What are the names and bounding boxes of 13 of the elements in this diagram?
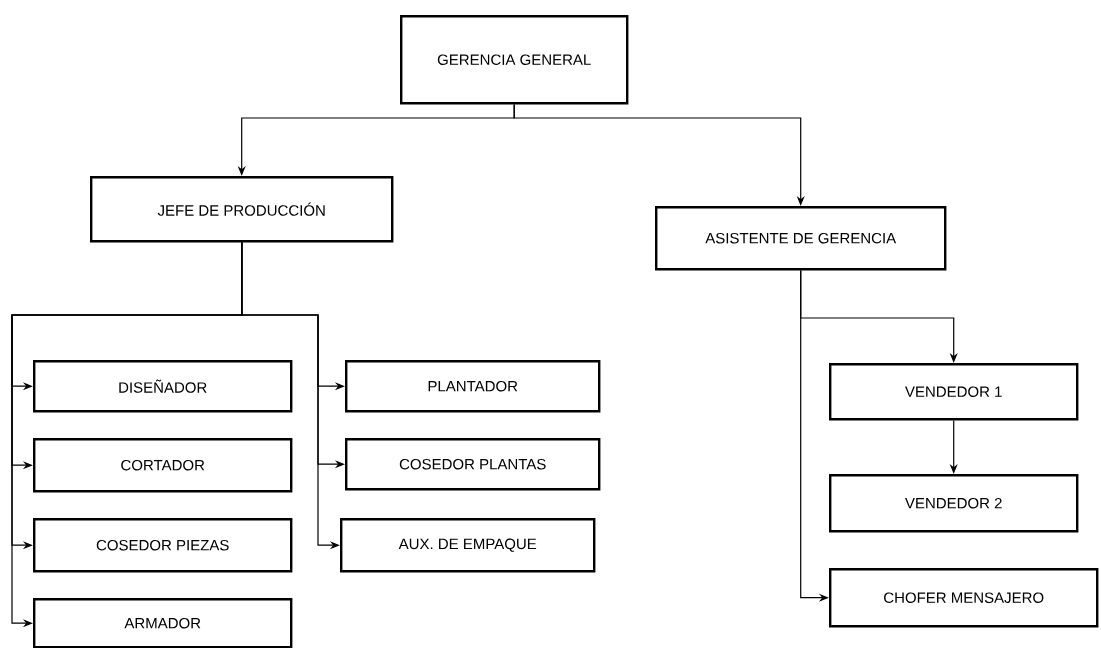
org-box: ARMADOR <box>33 598 293 648</box>
org-box: DISEÑADOR <box>33 360 293 413</box>
org-box: JEFE DE PRODUCCIÓN <box>90 176 394 243</box>
org-box: CHOFER MENSAJERO <box>829 568 1099 628</box>
org-box: ASISTENTE DE GERENCIA <box>655 206 947 271</box>
org-box: VENDEDOR 1 <box>829 363 1079 421</box>
org-box: COSEDOR PIEZAS <box>33 518 293 573</box>
org-box: COSEDOR PLANTAS <box>345 438 601 491</box>
org-box: CORTADOR <box>33 438 293 493</box>
org-box: AUX. DE EMPAQUE <box>340 518 596 573</box>
org-box: PLANTADOR <box>345 360 601 413</box>
org-box: VENDEDOR 2 <box>829 474 1079 533</box>
org-box: GERENCIA GENERAL <box>400 15 629 105</box>
